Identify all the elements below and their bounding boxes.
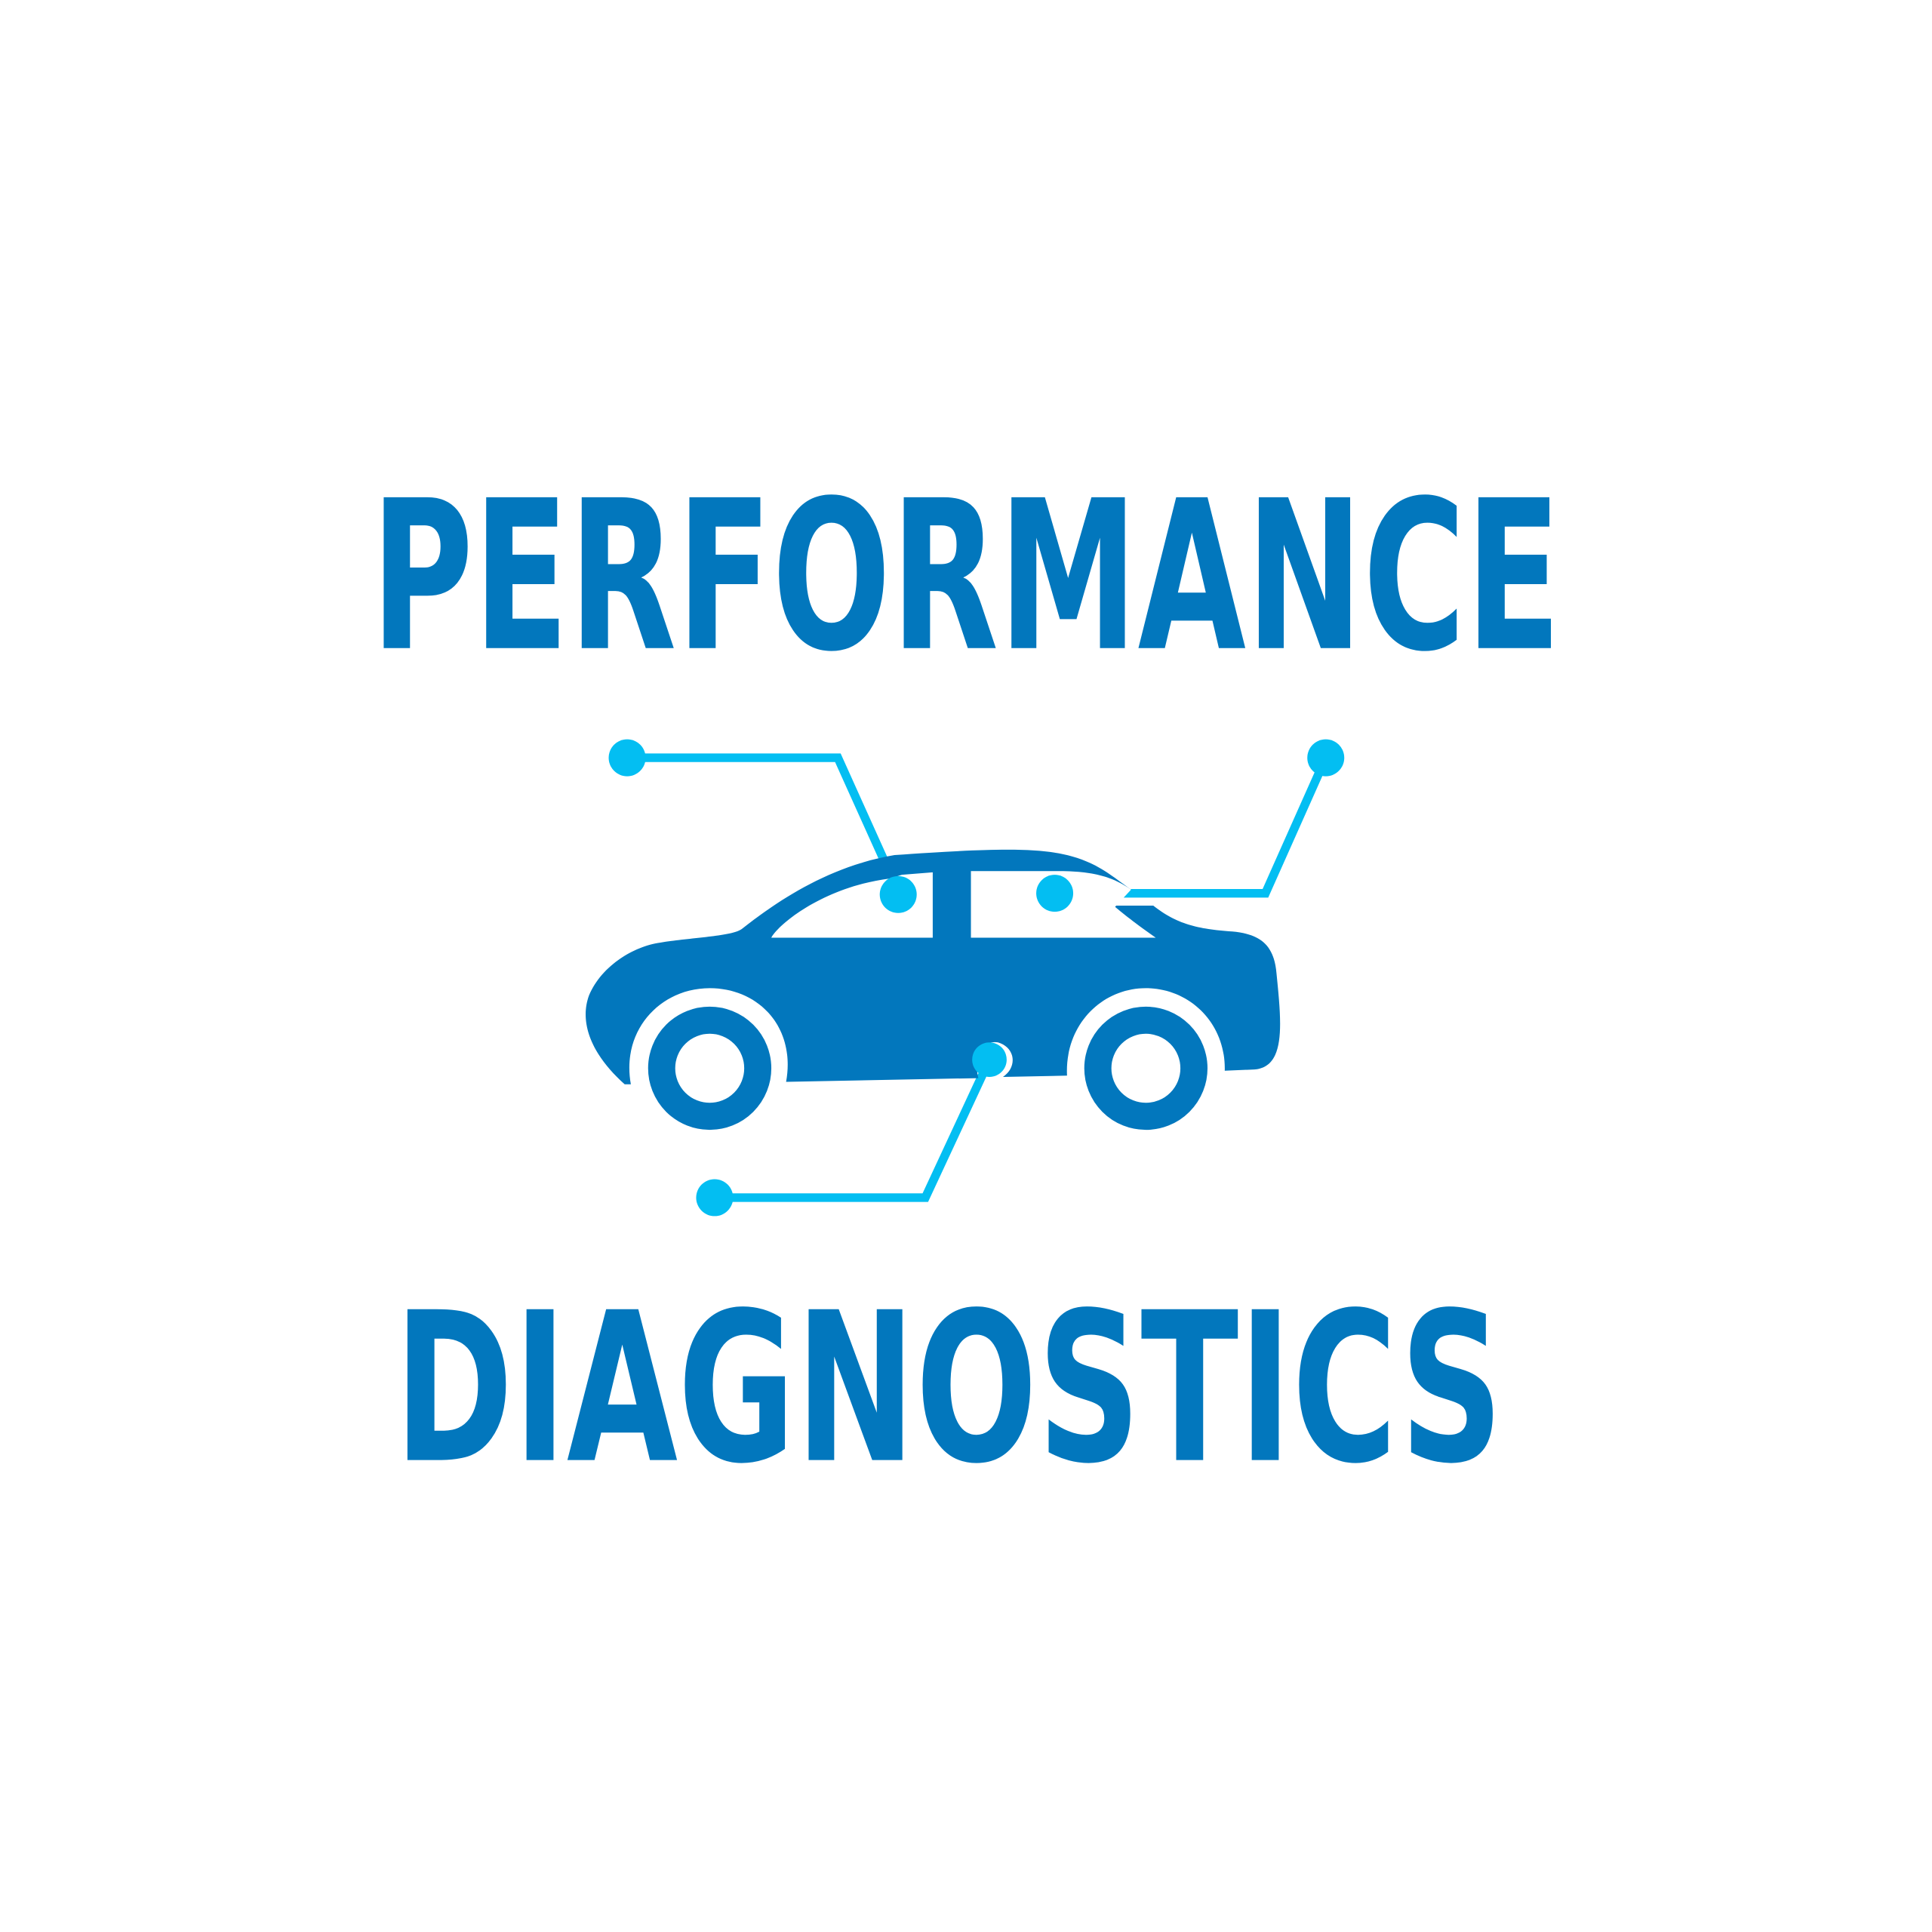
front-wheel — [1084, 1006, 1208, 1131]
car-circuit-icon — [586, 739, 1345, 1217]
title-top: PERFORMANCE — [371, 456, 1561, 697]
title-bottom: DIAGNOSTICS — [394, 1268, 1503, 1509]
rear-wheel — [648, 1006, 772, 1131]
